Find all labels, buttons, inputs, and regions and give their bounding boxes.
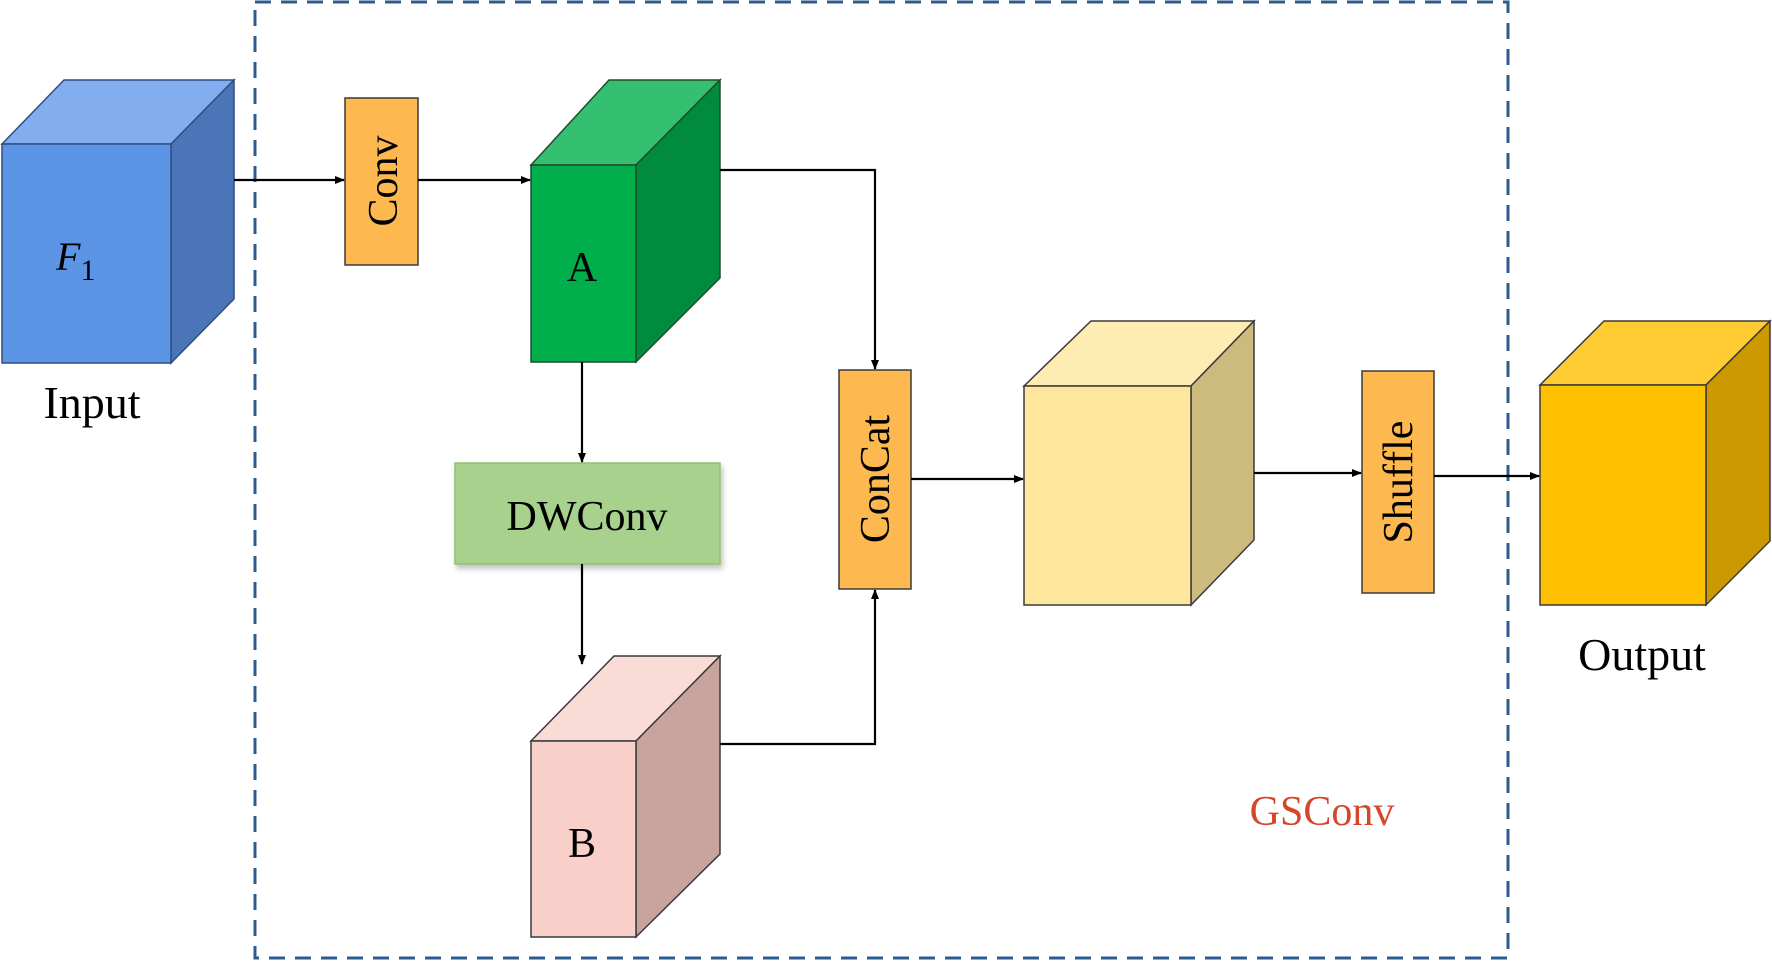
concat-cube [1022, 319, 1256, 607]
output-label: Output [1578, 629, 1706, 680]
cube-b-label: B [568, 821, 596, 867]
cube-a-front [530, 164, 637, 363]
cube-b-front [530, 740, 637, 938]
concat-label: ConCat [853, 415, 899, 544]
input-cube-front [1, 143, 172, 364]
conv-label: Conv [361, 135, 407, 226]
output-cube [1538, 319, 1772, 607]
connectors [234, 168, 1540, 746]
input-label: Input [43, 377, 140, 428]
input-symbol: F1 [55, 234, 95, 287]
cube-b: B [529, 654, 722, 939]
conv-op [344, 97, 419, 266]
output-cube-front [1539, 384, 1707, 606]
arrow-a-to-concat [720, 168, 879, 370]
shuffle-label: Shuffle [1376, 421, 1422, 544]
gsconv-label: GSConv [1250, 789, 1395, 835]
arrow-b-to-concat [720, 589, 879, 746]
dwconv-op [454, 462, 721, 565]
shuffle-op [1361, 370, 1435, 594]
input-cube: F1 [0, 78, 236, 365]
gsconv-module-border [253, 0, 1510, 960]
concat-cube-front [1023, 385, 1192, 606]
dwconv-label: DWConv [507, 494, 668, 540]
cube-a-label: A [567, 245, 598, 291]
cube-a: A [529, 78, 722, 364]
